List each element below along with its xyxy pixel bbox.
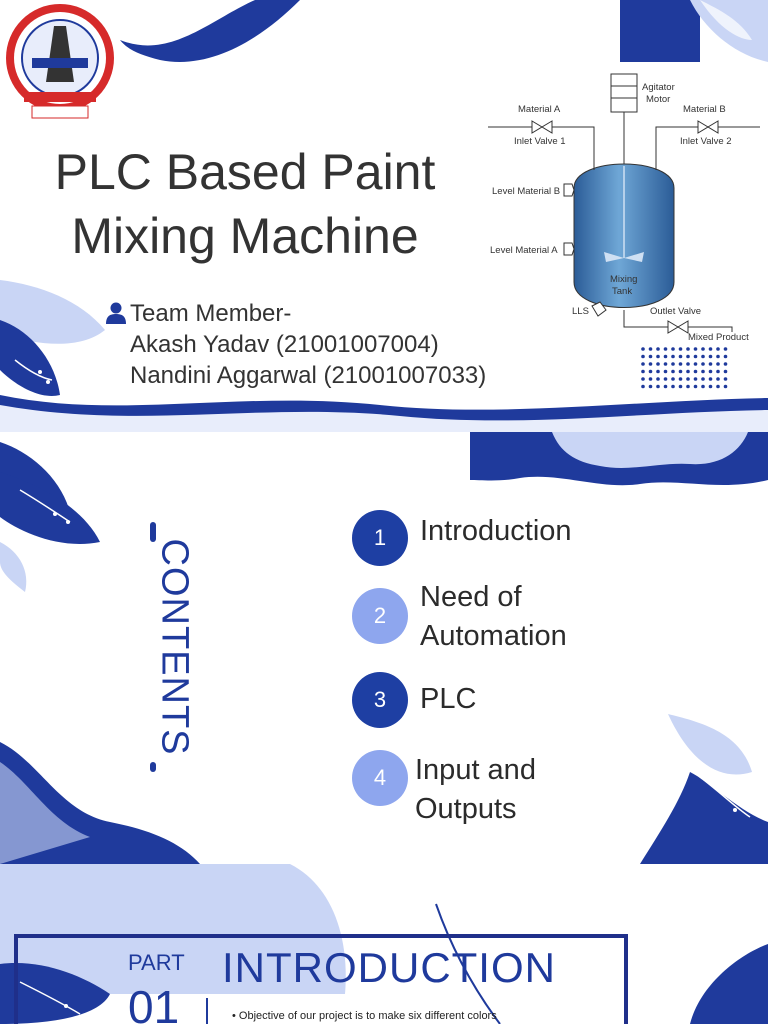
title-slide: PLC Based Paint Mixing Machine Team Memb… (0, 0, 768, 432)
heading-bar-bottom (150, 762, 156, 772)
person-icon (106, 302, 126, 324)
contents-slide: CONTENTS 1 Introduction 2 Need of Automa… (0, 432, 768, 864)
team-members: Team Member- Akash Yadav (21001007004) N… (130, 298, 486, 391)
team-heading: Team Member- (130, 300, 292, 327)
bullet-point: • Objective of our project is to make si… (232, 1010, 497, 1022)
decorative-background (0, 0, 768, 432)
mixing-tank-diagram: Agitator Motor Mixing Tank Material A In… (488, 73, 760, 343)
item-number-badge: 1 (352, 510, 408, 566)
diagram-label: Agitator (642, 82, 675, 93)
contents-item: Need of Automation (420, 581, 567, 652)
item-number-badge: 2 (352, 588, 408, 644)
heading-bar-top (150, 522, 156, 542)
contents-item: PLC (420, 683, 477, 715)
diagram-label: Material A (518, 104, 561, 115)
part-label: PART (128, 950, 185, 975)
team-member: Nandini Aggarwal (21001007033) (130, 362, 487, 389)
diagram-label: Tank (612, 286, 632, 297)
contents-heading: CONTENTS (153, 538, 196, 756)
item-number-badge: 4 (352, 750, 408, 806)
diagram-label: LLS (572, 306, 589, 317)
diagram-label: Inlet Valve 1 (514, 136, 566, 147)
diagram-label: Motor (646, 94, 670, 105)
content-frame (14, 934, 628, 1024)
decorative-background (0, 864, 768, 1024)
part-number: 01 (128, 981, 180, 1024)
section-heading: INTRODUCTION (222, 944, 556, 991)
diagram-label: Material B (683, 104, 726, 115)
slide-title: PLC Based Paint Mixing Machine (54, 144, 436, 264)
diagram-label: Mixed Product (688, 332, 749, 343)
diagram-label: Level Material A (490, 245, 558, 256)
diagram-label: Inlet Valve 2 (680, 136, 732, 147)
dot-pattern (641, 347, 728, 389)
decorative-background (0, 432, 768, 864)
divider (206, 998, 208, 1024)
team-member: Akash Yadav (21001007004) (130, 331, 439, 358)
contents-item: Input and Outputs (415, 754, 536, 825)
diagram-label: Outlet Valve (650, 306, 701, 317)
contents-item: Introduction (420, 515, 572, 547)
university-logo (6, 4, 114, 119)
diagram-label: Mixing (610, 274, 637, 285)
item-number-badge: 3 (352, 672, 408, 728)
introduction-slide: PART 01 INTRODUCTION • Objective of our … (0, 864, 768, 1024)
diagram-label: Level Material B (492, 186, 560, 197)
